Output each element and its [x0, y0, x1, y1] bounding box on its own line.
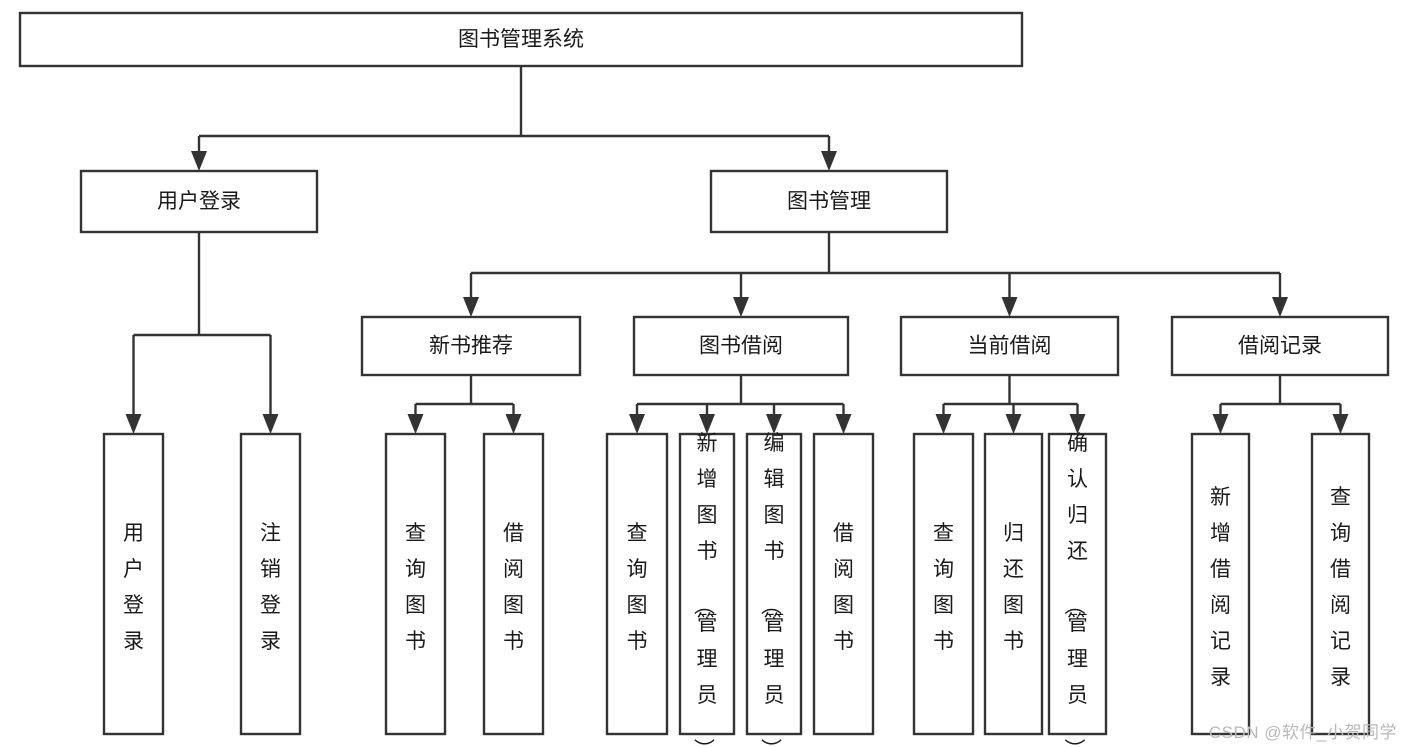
node-box-leaf-user-logout: [239, 432, 302, 736]
node-label-leaf-confirm-return-admin: 确认归还（管理员）: [1062, 432, 1088, 747]
node-leaf-return-book[interactable]: 归还图书: [983, 432, 1044, 736]
arrow-head-icon: [1001, 297, 1018, 317]
arrow-head-icon: [1212, 414, 1229, 434]
arrow-head-icon: [699, 414, 715, 434]
node-root[interactable]: 图书管理系统: [18, 11, 1024, 68]
arrow-head-icon: [1332, 414, 1349, 434]
node-label-current-borrow: 当前借阅: [968, 335, 1052, 358]
node-leaf-user-login[interactable]: 用户登录: [102, 432, 165, 736]
node-label-leaf-query-borrow-record: 查询借阅记录: [1330, 486, 1351, 689]
arrow-head-icon: [191, 151, 207, 171]
arrow-head-icon: [821, 151, 837, 171]
node-box-book-manage: [709, 169, 949, 234]
node-label-new-book-recommend: 新书推荐: [429, 335, 513, 358]
node-label-leaf-edit-book-admin: 编辑图书（管理员）: [759, 432, 785, 747]
arrow-head-icon: [835, 414, 852, 434]
arrow-head-icon: [463, 297, 479, 317]
node-box-leaf-query-borrow-record: [1310, 432, 1371, 736]
node-label-leaf-add-book-admin: 新增图书（管理员）: [692, 432, 718, 747]
node-label-leaf-query-book-borrow: 查询图书: [627, 522, 648, 653]
arrow-head-icon: [1069, 414, 1086, 434]
node-box-user-login: [79, 169, 319, 234]
node-label-leaf-borrow-book-rec: 借阅图书: [503, 522, 524, 653]
arrow-head-icon: [935, 414, 952, 434]
node-label-leaf-borrow-book: 借阅图书: [833, 522, 854, 653]
node-label-leaf-query-book-rec: 查询图书: [405, 522, 426, 653]
node-borrow-record[interactable]: 借阅记录: [1170, 315, 1390, 377]
node-label-borrow-record: 借阅记录: [1238, 335, 1322, 358]
node-leaf-borrow-book[interactable]: 借阅图书: [812, 432, 875, 736]
node-box-new-book-recommend: [360, 315, 582, 377]
arrow-head-icon: [1272, 297, 1288, 317]
arrow-head-icon: [505, 414, 522, 434]
node-leaf-edit-book-admin[interactable]: 编辑图书（管理员）: [745, 432, 803, 747]
node-box-leaf-confirm-return-admin: [1047, 432, 1108, 736]
node-leaf-query-book-cur[interactable]: 查询图书: [912, 432, 975, 736]
node-leaf-user-logout[interactable]: 注销登录: [239, 432, 302, 736]
node-box-leaf-add-book-admin: [678, 432, 736, 736]
node-leaf-add-book-admin[interactable]: 新增图书（管理员）: [678, 432, 736, 747]
node-box-leaf-edit-book-admin: [745, 432, 803, 736]
connector-layer: [125, 66, 1349, 434]
node-label-leaf-user-logout: 注销登录: [260, 522, 281, 653]
node-label-root: 图书管理系统: [458, 28, 584, 51]
arrow-head-icon: [407, 414, 424, 434]
node-label-leaf-user-login: 用户登录: [123, 522, 144, 653]
arrow-head-icon: [125, 414, 142, 434]
node-box-leaf-borrow-book: [812, 432, 875, 736]
node-leaf-borrow-book-rec[interactable]: 借阅图书: [482, 432, 545, 736]
node-leaf-query-book-borrow[interactable]: 查询图书: [605, 432, 669, 736]
arrow-head-icon: [629, 414, 645, 434]
node-box-book-borrow: [632, 315, 850, 377]
arrow-head-icon: [733, 297, 749, 317]
node-box-leaf-return-book: [983, 432, 1044, 736]
node-leaf-query-borrow-record[interactable]: 查询借阅记录: [1310, 432, 1371, 736]
node-box-leaf-query-book-cur: [912, 432, 975, 736]
node-leaf-add-borrow-record[interactable]: 新增借阅记录: [1190, 432, 1251, 736]
arrow-head-icon: [1005, 414, 1022, 434]
node-label-book-manage: 图书管理: [787, 190, 871, 213]
node-box-borrow-record: [1170, 315, 1390, 377]
node-current-borrow[interactable]: 当前借阅: [899, 315, 1120, 377]
node-label-leaf-add-borrow-record: 新增借阅记录: [1210, 486, 1231, 689]
node-user-login[interactable]: 用户登录: [79, 169, 319, 234]
node-box-current-borrow: [899, 315, 1120, 377]
node-book-borrow[interactable]: 图书借阅: [632, 315, 850, 377]
arrow-head-icon: [262, 414, 279, 434]
node-box-leaf-query-book-borrow: [605, 432, 669, 736]
node-leaf-query-book-rec[interactable]: 查询图书: [384, 432, 447, 736]
node-layer: 图书管理系统用户登录图书管理新书推荐图书借阅当前借阅借阅记录用户登录注销登录查询…: [18, 11, 1390, 747]
node-book-manage[interactable]: 图书管理: [709, 169, 949, 234]
node-box-leaf-query-book-rec: [384, 432, 447, 736]
node-label-leaf-query-book-cur: 查询图书: [933, 522, 954, 653]
node-leaf-confirm-return-admin[interactable]: 确认归还（管理员）: [1047, 432, 1108, 747]
node-label-user-login: 用户登录: [157, 190, 241, 213]
arrow-head-icon: [766, 414, 782, 434]
node-box-leaf-user-login: [102, 432, 165, 736]
node-box-root: [18, 11, 1024, 68]
node-box-leaf-borrow-book-rec: [482, 432, 545, 736]
node-new-book-recommend[interactable]: 新书推荐: [360, 315, 582, 377]
node-box-leaf-add-borrow-record: [1190, 432, 1251, 736]
node-label-leaf-return-book: 归还图书: [1003, 522, 1024, 653]
node-label-book-borrow: 图书借阅: [699, 335, 783, 358]
